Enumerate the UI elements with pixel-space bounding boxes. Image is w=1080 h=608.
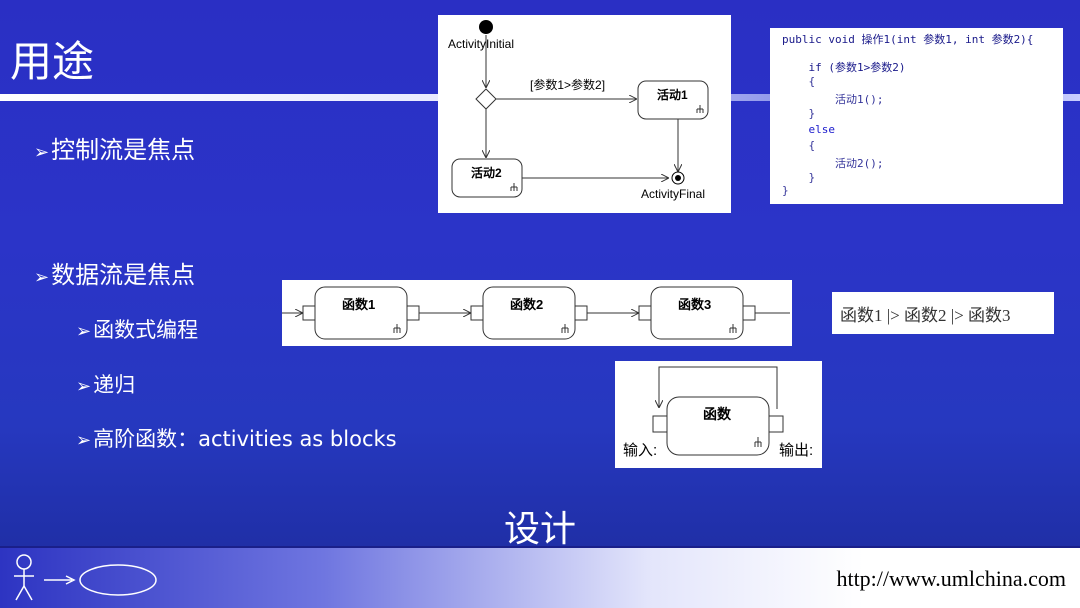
output-label: 输出: <box>779 442 813 459</box>
function3-label: 函数3 <box>678 297 711 312</box>
function-label: 函数 <box>703 406 732 422</box>
recursion-svg: 函数 输入: 输出: <box>623 366 813 459</box>
bullet-higher-order-text: 高阶函数：activities as blocks <box>93 427 397 451</box>
decision-node-icon <box>475 88 497 110</box>
activity1-node <box>637 80 709 120</box>
rake-icon <box>510 183 518 191</box>
code-line: public void 操作1(int 参数1, int 参数2){ <box>782 33 1034 46</box>
footer-url: http://www.umlchina.com <box>836 566 1066 591</box>
bullet-arrow-icon: ➢ <box>34 267 50 288</box>
code-line: else <box>782 123 835 136</box>
bullet-arrow-icon: ➢ <box>76 430 92 451</box>
function2-label: 函数2 <box>510 297 543 312</box>
rake-icon <box>754 437 762 447</box>
recursion-diagram: 函数 输入: 输出: <box>615 361 822 468</box>
design-label: 设计 <box>503 509 576 550</box>
final-label: ActivityFinal <box>641 187 705 201</box>
activity2-label: 活动2 <box>471 165 502 180</box>
code-panel: public void 操作1(int 参数1, int 参数2){ if (参… <box>770 28 1063 204</box>
bullet-data-flow: ➢数据流是焦点 <box>34 255 195 290</box>
guard-label: [参数1>参数2] <box>530 77 605 92</box>
code-line: } <box>782 171 816 184</box>
code-line: } <box>782 107 816 120</box>
bullet-arrow-icon: ➢ <box>76 376 92 397</box>
bullet-data-flow-text: 数据流是焦点 <box>51 261 196 289</box>
code-line: 活动1(); <box>782 93 884 106</box>
bullet-arrow-icon: ➢ <box>34 142 50 163</box>
function2-node <box>482 286 576 340</box>
bullet-functional: ➢函数式编程 <box>76 314 198 344</box>
footer-bar <box>0 546 1080 608</box>
function1-node <box>314 286 408 340</box>
bullet-control-flow: ➢控制流是焦点 <box>34 130 195 165</box>
activity-diagram: ActivityInitial [参数1>参数2] 活动1 活动2 Activi… <box>438 15 731 213</box>
slide-title: 用途 <box>10 37 95 86</box>
bullet-control-flow-text: 控制流是焦点 <box>51 136 196 164</box>
initial-node-icon <box>479 20 493 34</box>
bullet-recursion: ➢递归 <box>76 369 135 399</box>
code-line: { <box>782 75 816 88</box>
function1-label: 函数1 <box>342 297 375 312</box>
code-line: } <box>782 184 789 197</box>
rake-icon <box>696 105 704 113</box>
bullet-recursion-text: 递归 <box>93 373 136 397</box>
rake-icon <box>561 324 569 333</box>
footer-divider <box>0 546 1080 548</box>
code-line: { <box>782 139 816 152</box>
activity1-label: 活动1 <box>657 87 688 102</box>
function-chain-svg: 函数1 函数2 函数3 <box>282 286 790 340</box>
initial-label: ActivityInitial <box>448 37 514 51</box>
uml-logo-icon <box>14 554 157 601</box>
rake-icon <box>729 324 737 333</box>
function3-node <box>650 286 744 340</box>
bullet-functional-text: 函数式编程 <box>93 318 199 342</box>
code-line: 活动2(); <box>782 157 884 170</box>
activity-diagram-svg: ActivityInitial [参数1>参数2] 活动1 活动2 Activi… <box>448 20 709 201</box>
rake-icon <box>393 324 401 333</box>
code-line: if (参数1>参数2) <box>782 61 906 74</box>
input-label: 输入: <box>623 442 657 459</box>
bullet-arrow-icon: ➢ <box>76 321 92 342</box>
bullet-higher-order: ➢高阶函数：activities as blocks <box>76 423 397 453</box>
pipeline-expression: 函数1 |> 函数2 |> 函数3 <box>832 292 1054 334</box>
function-chain-diagram: 函数1 函数2 函数3 <box>282 280 792 346</box>
